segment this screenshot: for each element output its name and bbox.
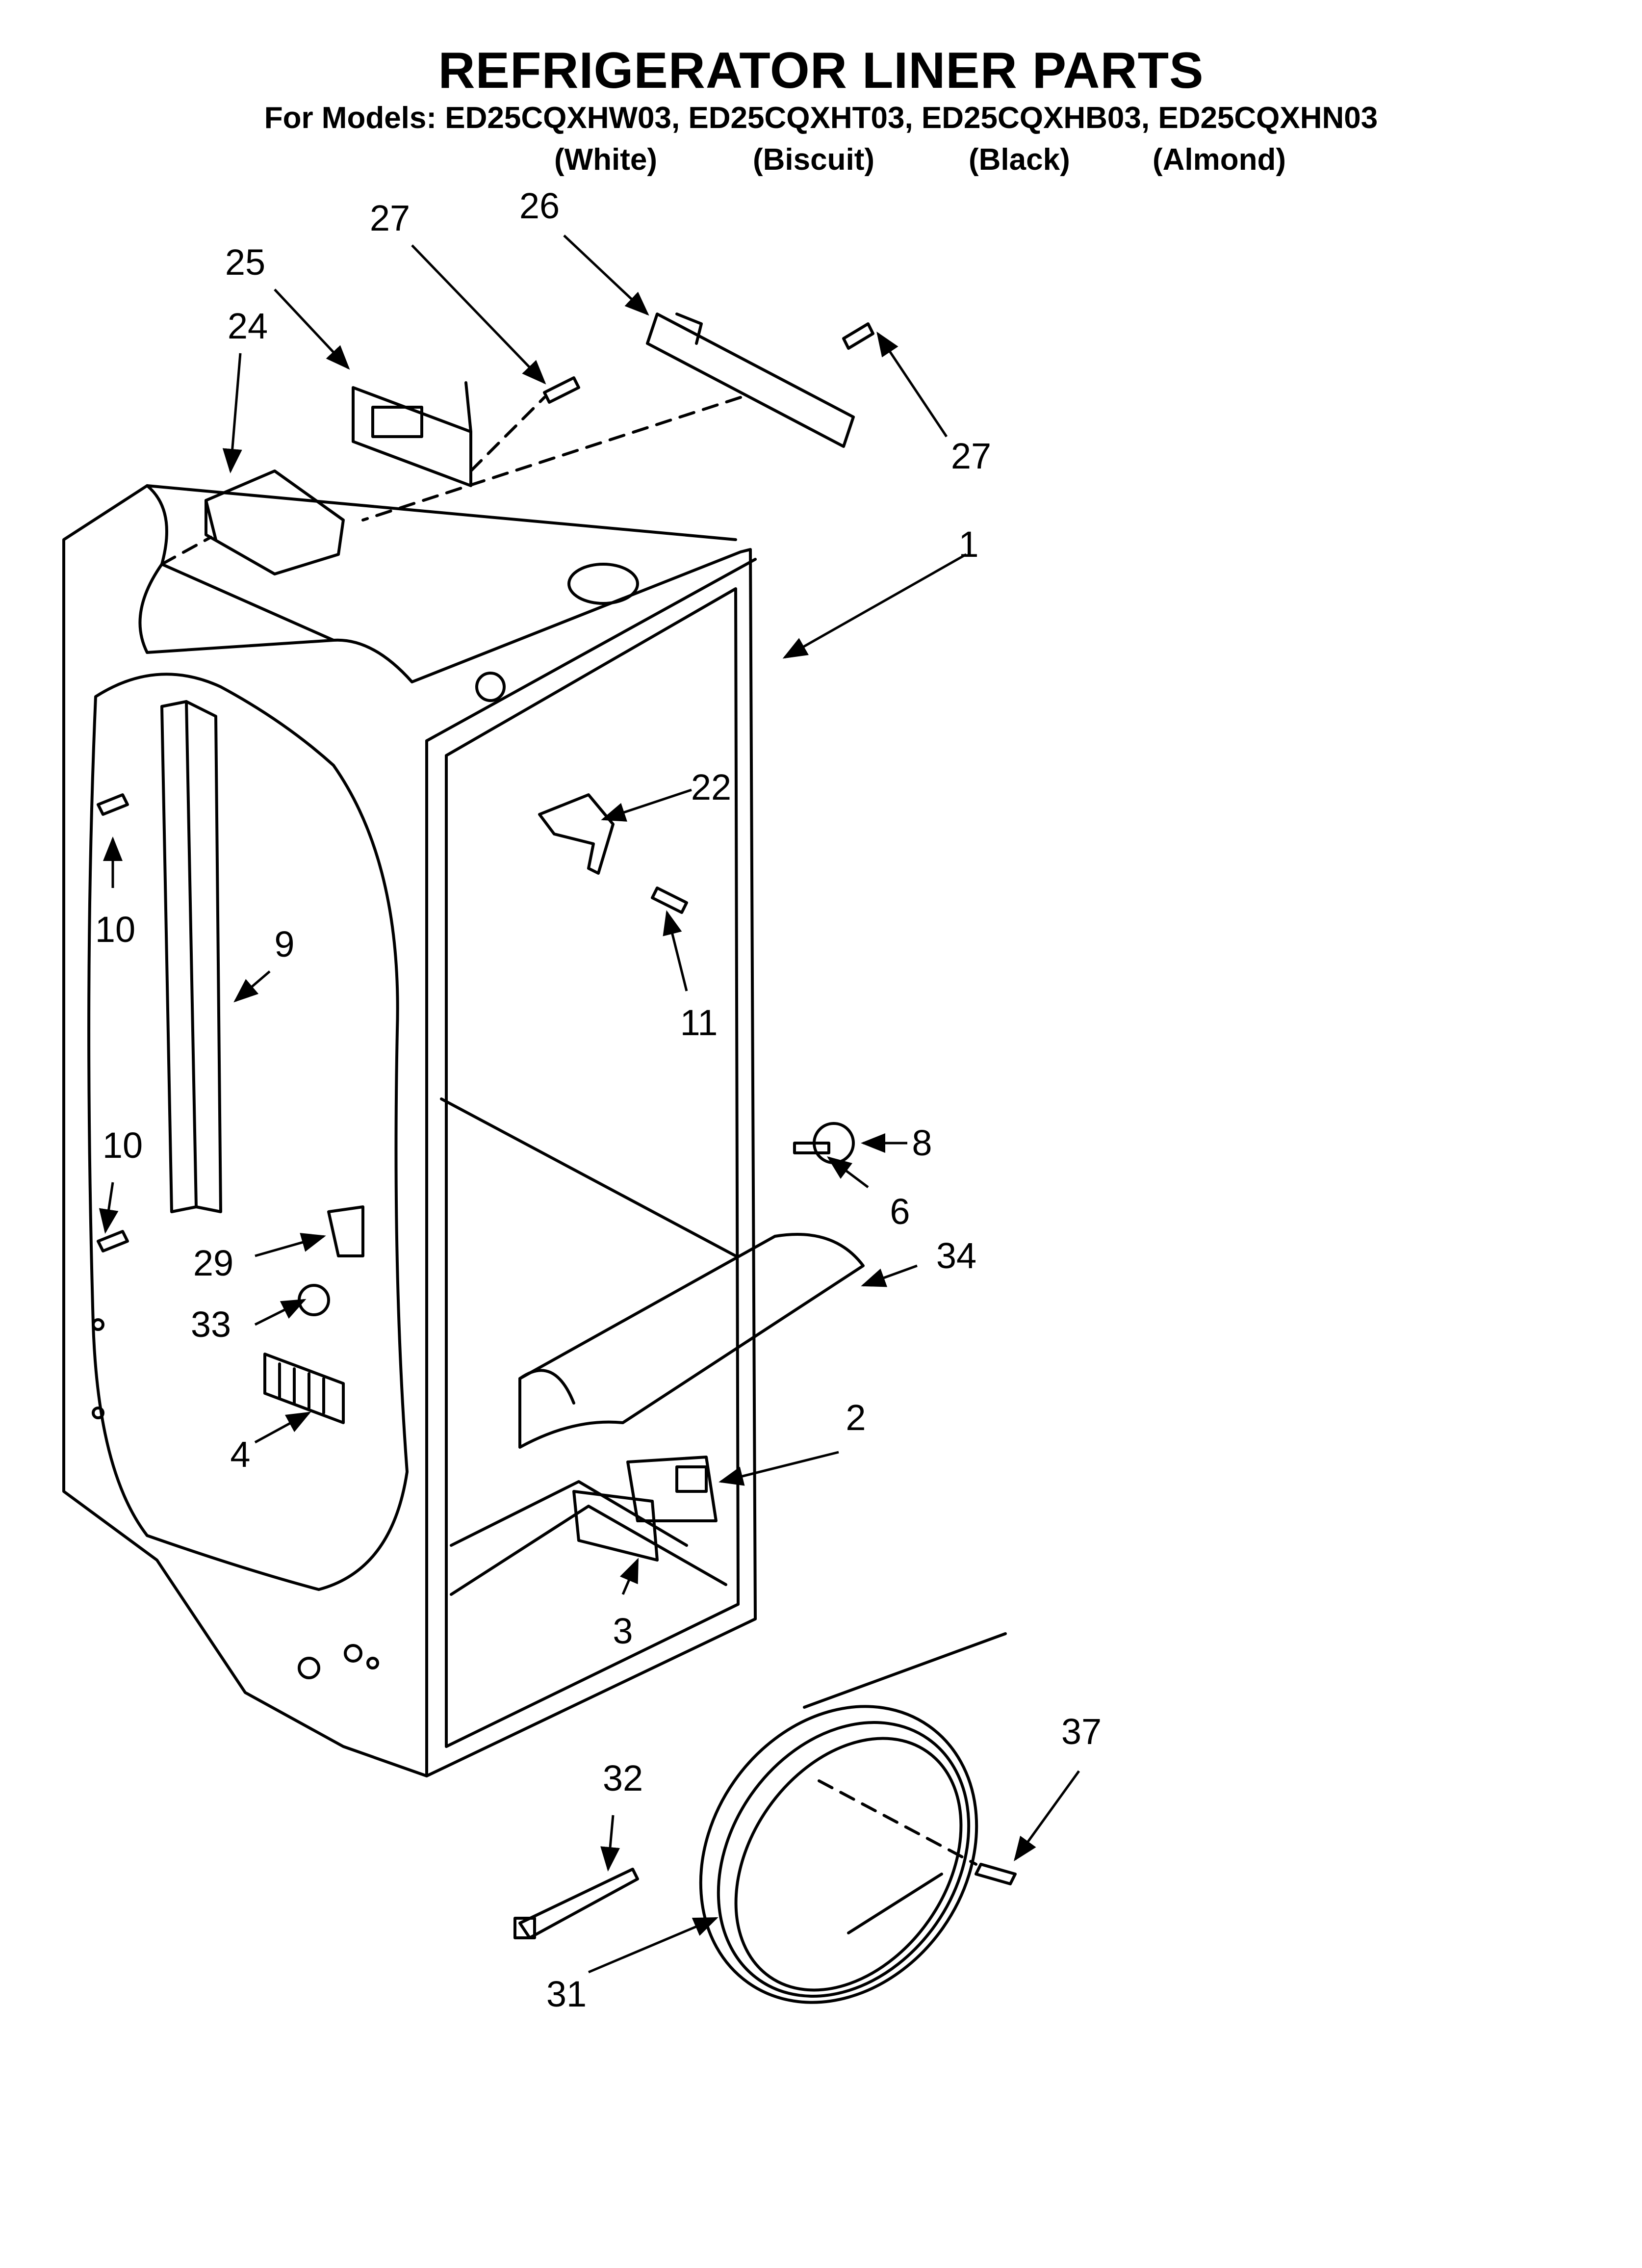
part-32-head bbox=[513, 1917, 536, 1939]
leader-3 bbox=[619, 1558, 639, 1595]
leader-26 bbox=[563, 235, 649, 316]
callout-8: 8 bbox=[912, 1122, 932, 1163]
part-25-bracket bbox=[352, 381, 472, 487]
leader-33 bbox=[254, 1299, 307, 1326]
callout-34: 34 bbox=[936, 1235, 976, 1276]
callout-2: 2 bbox=[846, 1397, 866, 1438]
part-34-duct bbox=[518, 1233, 865, 1449]
color-black: (Black) bbox=[969, 143, 1070, 177]
leader-1 bbox=[782, 553, 967, 659]
callout-37: 37 bbox=[1061, 1711, 1102, 1752]
leader-22 bbox=[601, 788, 692, 822]
leader-29 bbox=[255, 1233, 326, 1257]
callout-1: 1 bbox=[958, 524, 978, 565]
part-4-vent bbox=[263, 1353, 345, 1424]
part-27-screw-b bbox=[842, 322, 874, 350]
color-almond: (Almond) bbox=[1153, 143, 1286, 177]
leader-32 bbox=[600, 1815, 620, 1872]
callout-27b: 27 bbox=[951, 436, 991, 476]
callout-11: 11 bbox=[680, 1002, 718, 1043]
part-6-screw bbox=[793, 1142, 830, 1154]
part-10-screw-b bbox=[97, 1230, 129, 1252]
part-2-window bbox=[675, 1465, 708, 1493]
leader-27b bbox=[876, 331, 948, 438]
liner-shell bbox=[62, 484, 757, 1777]
part-26-channel bbox=[361, 313, 855, 521]
callout-26: 26 bbox=[519, 185, 560, 226]
callout-9: 9 bbox=[274, 924, 294, 965]
models-line: For Models: ED25CQXHW03, ED25CQXHT03, ED… bbox=[264, 101, 1378, 135]
part-37-screw bbox=[975, 1863, 1017, 1885]
callout-32: 32 bbox=[603, 1758, 643, 1799]
leader-9 bbox=[233, 970, 271, 1003]
callout-29: 29 bbox=[193, 1243, 233, 1283]
leader-25 bbox=[274, 288, 350, 370]
part-22-bracket bbox=[538, 793, 615, 875]
callout-10b: 10 bbox=[103, 1125, 143, 1166]
callout-25: 25 bbox=[225, 242, 265, 283]
callout-22: 22 bbox=[691, 767, 731, 808]
part-2-bracket bbox=[626, 1456, 718, 1522]
part-3-bracket bbox=[572, 1490, 659, 1562]
leader-34 bbox=[861, 1264, 918, 1287]
part-32-tie bbox=[518, 1868, 639, 1939]
leader-24 bbox=[222, 353, 242, 473]
part-10-screw-a bbox=[97, 793, 129, 816]
leader-37 bbox=[1014, 1770, 1080, 1862]
leader-2 bbox=[718, 1451, 839, 1486]
color-white: (White) bbox=[554, 143, 658, 177]
part-24-housing bbox=[160, 469, 345, 575]
leader-31 bbox=[588, 1917, 718, 1974]
callout-31: 31 bbox=[546, 1974, 587, 2014]
callout-27a: 27 bbox=[370, 198, 410, 238]
page-title: REFRIGERATOR LINER PARTS bbox=[438, 42, 1204, 99]
part-31-tubing bbox=[699, 1632, 1007, 2004]
part-11-screw bbox=[651, 886, 688, 914]
color-biscuit: (Biscuit) bbox=[753, 143, 874, 177]
leader-6 bbox=[827, 1156, 869, 1188]
callout-24: 24 bbox=[228, 306, 268, 346]
leader-11 bbox=[663, 910, 688, 991]
part-27-screw-a bbox=[469, 376, 580, 472]
part-29-socket bbox=[327, 1205, 364, 1257]
callout-6: 6 bbox=[890, 1191, 910, 1232]
callout-10a: 10 bbox=[95, 909, 135, 950]
leader-10b bbox=[99, 1182, 119, 1234]
leader-4 bbox=[254, 1411, 311, 1444]
callout-33: 33 bbox=[191, 1304, 231, 1345]
callout-4: 4 bbox=[230, 1434, 250, 1475]
leader-27a bbox=[411, 244, 546, 385]
callout-3: 3 bbox=[613, 1611, 633, 1651]
